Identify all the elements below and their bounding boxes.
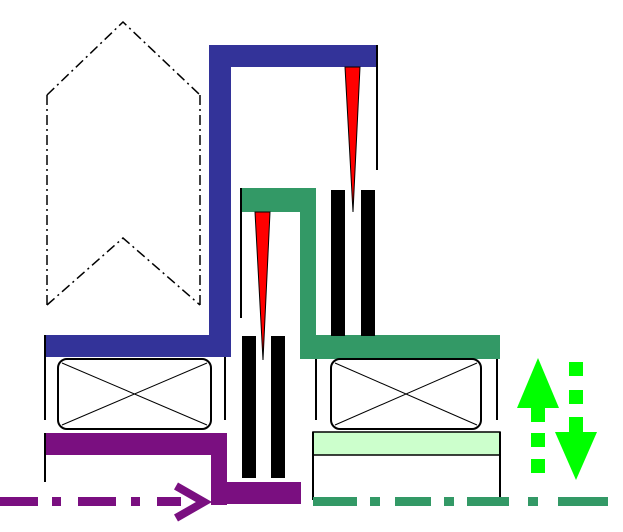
bearing-left-cross-icon [61, 362, 208, 426]
housing-outline-bottom-chevron [46, 237, 201, 306]
axis-dash [395, 497, 431, 506]
axis-dash [78, 497, 116, 506]
seal-plate [361, 190, 375, 336]
upper-shaft-top-beam [209, 45, 377, 67]
down-arrow-shaft [569, 417, 583, 435]
housing-outline-top-chevron [46, 20, 201, 96]
right-arrow-icon [174, 482, 213, 522]
axis-dash [157, 497, 181, 506]
bearing-right [315, 358, 498, 430]
sealing-tip-upper [344, 66, 361, 213]
axis-dash [0, 497, 38, 506]
down-arrow-tail-dot [569, 390, 583, 404]
bearing-right-cross-icon [334, 362, 478, 426]
seal-plates-upper [331, 190, 375, 336]
bearing-ring-light [312, 431, 501, 456]
axis-dot [52, 497, 61, 506]
planet-carrier [241, 188, 500, 359]
down-arrow-tail-dot [569, 362, 583, 376]
axis-dash [558, 497, 608, 506]
upper-axis [313, 497, 608, 506]
lower-shaft-bottom [211, 482, 301, 504]
seal-plate [271, 336, 285, 478]
axis-dot [444, 497, 454, 506]
axis-dot [370, 497, 380, 506]
up-arrow-shaft [531, 405, 545, 422]
seal-plate [242, 336, 256, 478]
upper-shaft-flange-left [45, 335, 227, 357]
carrier-bottom-flange [300, 335, 500, 359]
seal-plate [331, 190, 345, 336]
housing-outline-icon [46, 20, 201, 306]
axis-dot [131, 497, 140, 506]
up-arrow-tail-dot [531, 459, 545, 473]
lower-axis [0, 497, 181, 506]
upper-shaft [45, 45, 377, 357]
upper-shaft-vertical [209, 45, 231, 357]
lower-shaft-flange [45, 433, 227, 455]
bearing-left [44, 335, 226, 430]
up-arrow-head [517, 358, 559, 408]
axis-dash [467, 497, 509, 506]
carrier-vertical [300, 188, 316, 358]
up-down-arrow-icon [517, 358, 597, 480]
seal-plates-lower [242, 336, 285, 478]
down-arrow-head [555, 432, 597, 480]
sealing-tip-lower [254, 211, 271, 361]
up-arrow-tail-dot [531, 433, 545, 447]
lower-shaft [45, 433, 301, 505]
axis-dash [313, 497, 357, 506]
axis-dot [528, 497, 538, 506]
